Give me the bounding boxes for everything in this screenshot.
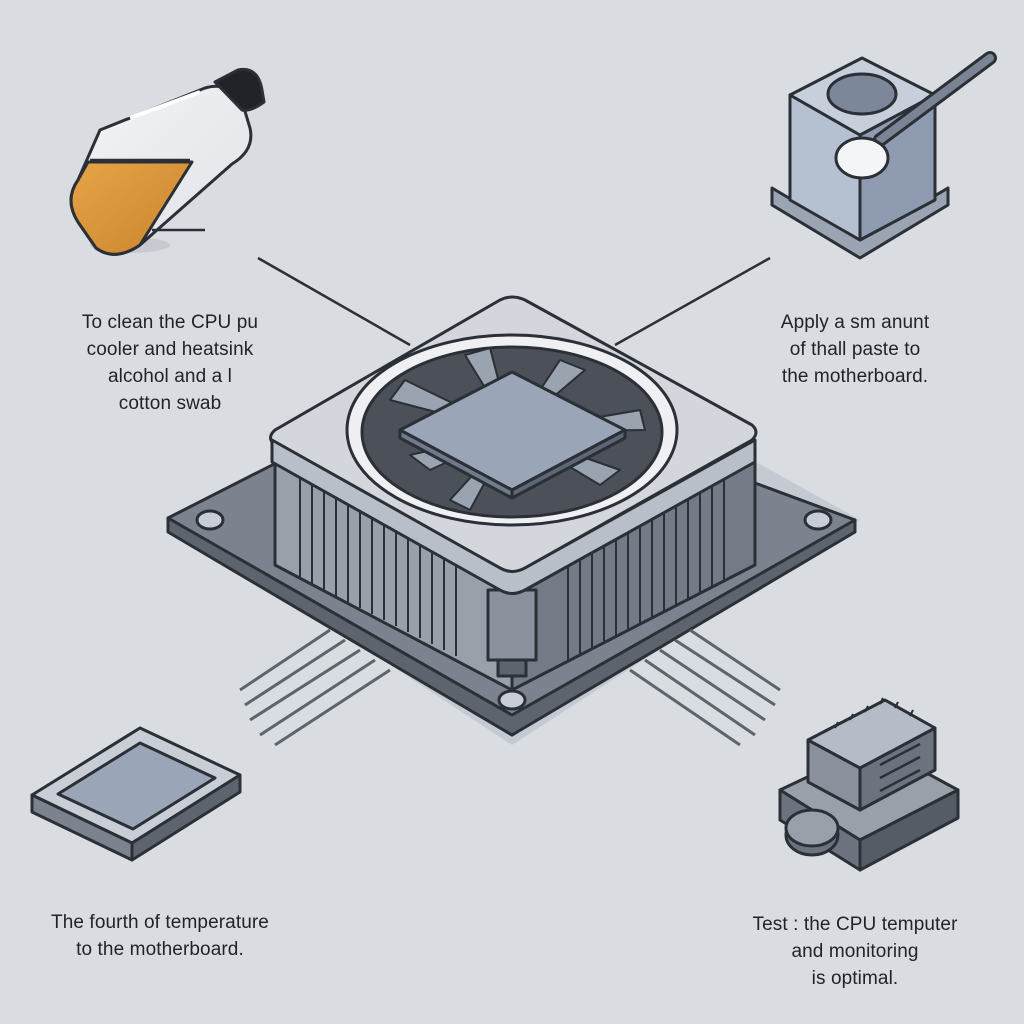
thermal-paste-cooler-icon xyxy=(770,51,997,260)
caption-apply-paste: Apply a sm anunt of thall paste to the m… xyxy=(780,312,930,387)
thermal-pad-icon xyxy=(30,726,242,862)
caption-test-temperature: Test : the CPU temputer and monitoring i… xyxy=(752,914,958,989)
leader-lines xyxy=(257,256,771,347)
temperature-sensor-icon xyxy=(778,697,960,872)
alcohol-bottle-icon xyxy=(69,67,266,256)
caption-clean-cooler: To clean the CPU pu cooler and heatsink … xyxy=(81,312,259,414)
caption-thermal-pad: The fourth of temperature to the motherb… xyxy=(51,912,269,960)
cpu-cooler-heatsink-icon xyxy=(166,295,860,747)
